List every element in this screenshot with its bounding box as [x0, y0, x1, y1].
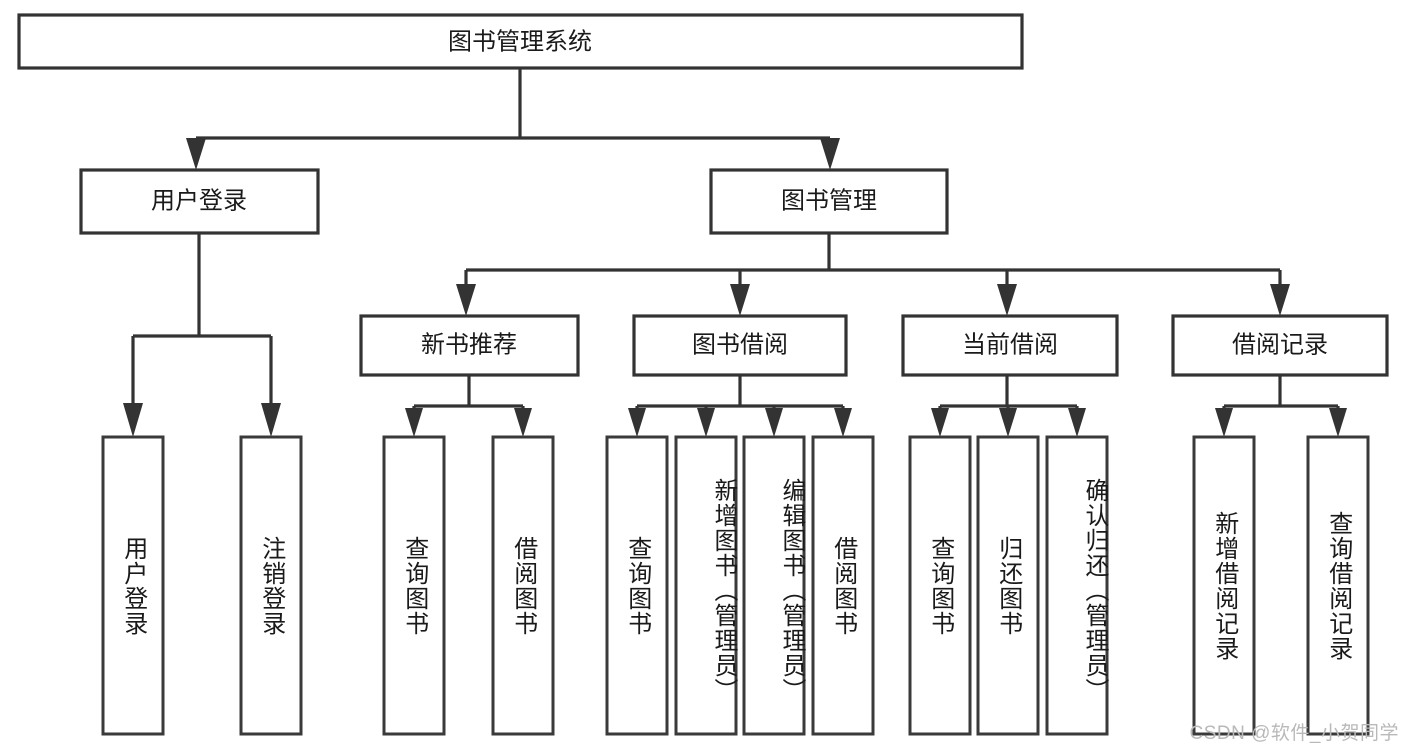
node-borrow-record-box[interactable] [1171, 314, 1389, 377]
arrowhead-leaf-query-book-1 [405, 408, 423, 437]
node-current-borrow-label: 当前借阅 [962, 331, 1058, 358]
arrowhead-leaf-query-record [1329, 408, 1347, 437]
arrowhead-new-book-recommend [456, 284, 476, 316]
arrowhead-current-borrow [997, 284, 1017, 316]
arrowhead-leaf-borrow-book-1 [514, 408, 532, 437]
node-book-management[interactable]: 图书管理 [709, 168, 949, 235]
arrowhead-user-login [186, 138, 206, 170]
watermark-text: CSDN @软件_小贺同学 [1189, 723, 1399, 744]
arrowhead-leaf-query-book-2 [628, 408, 646, 437]
leaf-query-book-3-box[interactable] [908, 435, 972, 736]
nodes-layer: 图书管理系统 用户登录 图书管理 新书推荐 图书借阅 [17, 13, 1389, 736]
arrowhead-book-borrow [730, 284, 750, 316]
node-borrow-record[interactable]: 借阅记录 [1171, 314, 1389, 377]
node-current-borrow-box[interactable] [901, 314, 1119, 377]
arrowhead-leaf-query-book-3 [931, 408, 949, 437]
node-book-borrow-label: 图书借阅 [692, 331, 788, 358]
node-user-login-box[interactable] [79, 168, 320, 235]
leaf-borrow-book-1-box[interactable] [491, 435, 555, 736]
node-root-label: 图书管理系统 [448, 28, 592, 55]
leaf-add-book-box[interactable] [674, 435, 738, 736]
leaf-add-record-box[interactable] [1192, 435, 1256, 736]
leaf-query-record-box[interactable] [1306, 435, 1370, 736]
leaf-borrow-book-2-box[interactable] [811, 435, 875, 736]
node-book-borrow-box[interactable] [632, 314, 848, 377]
arrowhead-borrow-record [1270, 284, 1290, 316]
leaf-edit-book-box[interactable] [742, 435, 806, 736]
arrowhead-book-management [820, 138, 840, 170]
node-book-management-label: 图书管理 [781, 187, 877, 214]
leaf-query-book-2-box[interactable] [605, 435, 669, 736]
leaf-query-book-1-box[interactable] [382, 435, 446, 736]
node-user-login[interactable]: 用户登录 [79, 168, 320, 235]
node-book-management-box[interactable] [709, 168, 949, 235]
leaf-confirm-return-box[interactable] [1045, 435, 1109, 736]
node-root[interactable]: 图书管理系统 [17, 13, 1024, 70]
node-new-book-recommend-box[interactable] [359, 314, 580, 377]
arrowhead-leaf-user-login [123, 403, 143, 437]
arrowhead-leaf-confirm-return [1068, 408, 1086, 437]
arrowhead-leaf-add-record [1215, 408, 1233, 437]
arrowhead-leaf-edit-book [765, 408, 783, 437]
leaf-return-book-box[interactable] [976, 435, 1040, 736]
connectors-layer [123, 68, 1347, 437]
leaf-logout-box[interactable] [239, 435, 303, 736]
node-user-login-label: 用户登录 [151, 187, 247, 214]
leaf-user-login-box[interactable] [101, 435, 165, 736]
node-root-box[interactable] [17, 13, 1024, 70]
arrowhead-leaf-borrow-book-2 [834, 408, 852, 437]
node-borrow-record-label: 借阅记录 [1232, 331, 1328, 358]
node-new-book-recommend-label: 新书推荐 [421, 331, 517, 358]
node-new-book-recommend[interactable]: 新书推荐 [359, 314, 580, 377]
node-current-borrow[interactable]: 当前借阅 [901, 314, 1119, 377]
node-book-borrow[interactable]: 图书借阅 [632, 314, 848, 377]
arrowhead-leaf-add-book [697, 408, 715, 437]
arrowhead-leaf-logout [261, 403, 281, 437]
arrowhead-leaf-return-book [999, 408, 1017, 437]
